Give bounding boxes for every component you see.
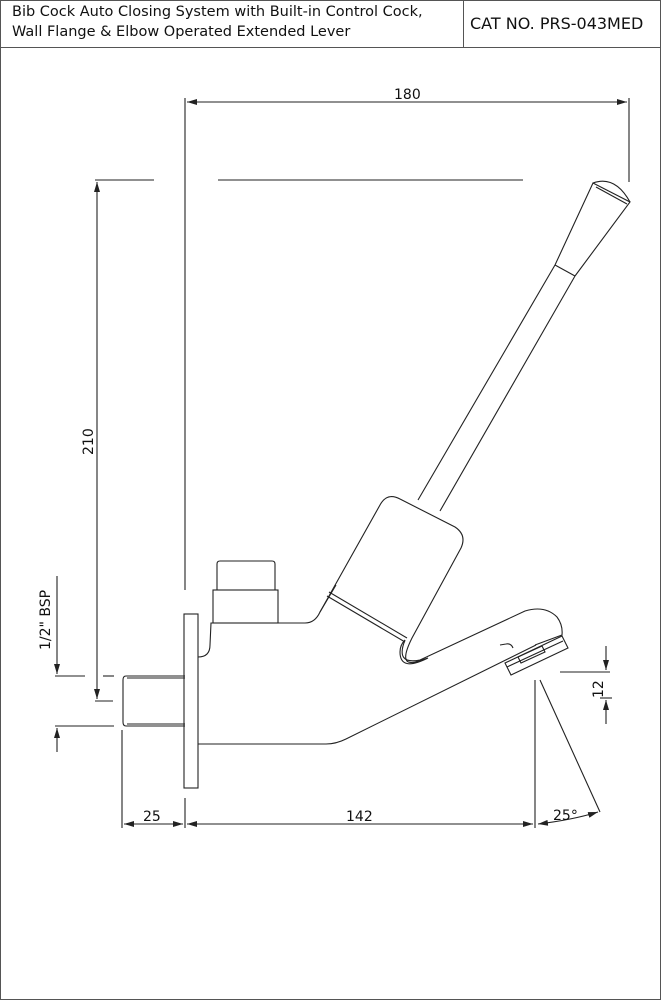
dimension-bottom	[121, 730, 533, 828]
threaded-inlet	[122, 675, 185, 727]
dim-label-210: 210	[81, 428, 97, 455]
dim-label-25: 25	[143, 809, 161, 825]
catalog-number: CAT NO. PRS-043MED	[470, 14, 644, 33]
wall-flange	[183, 613, 199, 789]
dim-label-142: 142	[346, 809, 373, 825]
title-divider	[463, 0, 464, 48]
dim-label-25deg: 25°	[553, 808, 578, 824]
dimension-210	[94, 182, 113, 702]
dim-label-180: 180	[394, 87, 421, 103]
product-title: Bib Cock Auto Closing System with Built-…	[12, 2, 462, 42]
title-block: Bib Cock Auto Closing System with Built-…	[0, 0, 661, 48]
dim-label-12: 12	[591, 680, 607, 698]
lever-collar	[326, 591, 408, 643]
lever-base	[319, 496, 464, 665]
dimension-bsp	[54, 576, 114, 752]
extended-lever	[417, 180, 631, 512]
dimension-180	[184, 98, 630, 590]
control-cock	[212, 560, 279, 624]
tap-body	[197, 584, 537, 745]
dimension-12	[560, 646, 612, 724]
spout	[401, 608, 563, 662]
aerator	[504, 635, 569, 676]
spray-angle	[534, 679, 601, 828]
product-title-line-2: Wall Flange & Elbow Operated Extended Le…	[12, 24, 351, 40]
product-title-line-1: Bib Cock Auto Closing System with Built-…	[12, 4, 423, 20]
dim-label-bsp: 1/2" BSP	[38, 590, 54, 650]
